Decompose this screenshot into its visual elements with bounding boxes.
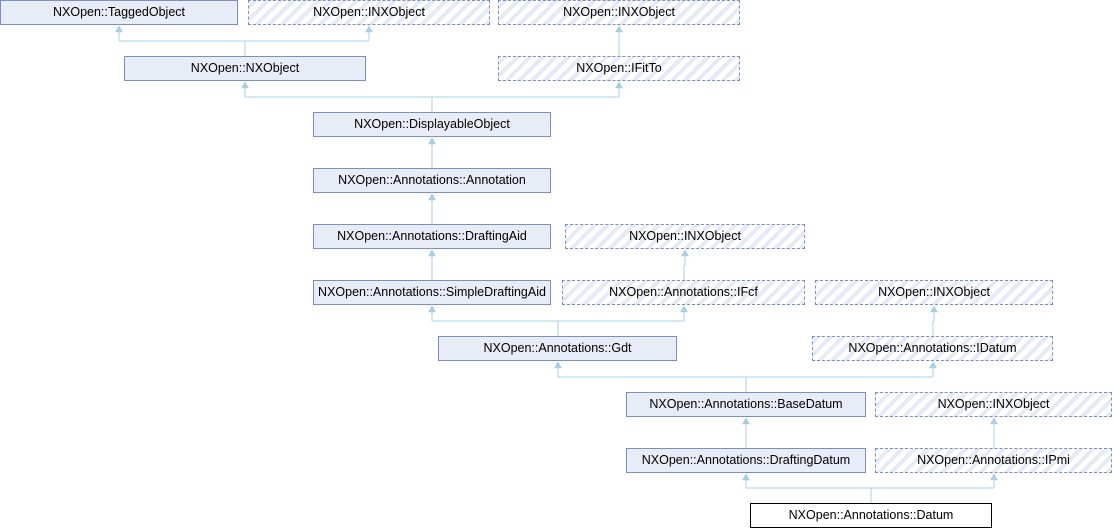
node-label: NXOpen::Annotations::BaseDatum (649, 397, 843, 411)
node-gdt[interactable]: NXOpen::Annotations::Gdt (438, 336, 677, 361)
node-label: NXOpen::TaggedObject (52, 5, 186, 19)
node-draftingaid[interactable]: NXOpen::Annotations::DraftingAid (313, 224, 551, 249)
node-label: NXOpen::Annotations::DraftingAid (337, 229, 527, 243)
node-label: NXOpen::Annotations::DraftingDatum (641, 453, 851, 467)
node-datum[interactable]: NXOpen::Annotations::Datum (750, 503, 992, 528)
node-inxobject_r7[interactable]: NXOpen::INXObject (875, 392, 1112, 417)
node-label: NXOpen::INXObject (878, 285, 990, 299)
node-label: NXOpen::Annotations::IDatum (848, 341, 1017, 355)
node-label: NXOpen::Annotations::SimpleDraftingAid (318, 285, 546, 299)
node-label: NXOpen::NXObject (190, 61, 300, 75)
node-annotation[interactable]: NXOpen::Annotations::Annotation (313, 168, 551, 193)
node-nxobject[interactable]: NXOpen::NXObject (124, 56, 366, 81)
node-simpledraftingaid[interactable]: NXOpen::Annotations::SimpleDraftingAid (313, 280, 551, 305)
node-idatum[interactable]: NXOpen::Annotations::IDatum (812, 336, 1053, 361)
node-label: NXOpen::INXObject (563, 5, 675, 19)
node-inxobject_r0_b[interactable]: NXOpen::INXObject (498, 0, 740, 25)
node-ifitto[interactable]: NXOpen::IFitTo (498, 56, 740, 81)
node-inxobject_r4[interactable]: NXOpen::INXObject (565, 224, 805, 249)
node-label: NXOpen::INXObject (629, 229, 741, 243)
node-displayableobject[interactable]: NXOpen::DisplayableObject (313, 112, 551, 137)
node-ifcf[interactable]: NXOpen::Annotations::IFcf (562, 280, 805, 305)
node-label: NXOpen::Annotations::IFcf (609, 285, 758, 299)
node-label: NXOpen::Annotations::Annotation (338, 173, 526, 187)
node-basedatum[interactable]: NXOpen::Annotations::BaseDatum (626, 392, 866, 417)
node-draftingdatum[interactable]: NXOpen::Annotations::DraftingDatum (626, 448, 866, 473)
node-ipmi[interactable]: NXOpen::Annotations::IPmi (875, 448, 1112, 473)
node-label: NXOpen::Annotations::Gdt (483, 341, 632, 355)
node-inxobject_r5[interactable]: NXOpen::INXObject (815, 280, 1053, 305)
node-taggedobject[interactable]: NXOpen::TaggedObject (0, 0, 238, 25)
node-label: NXOpen::INXObject (313, 5, 425, 19)
node-label: NXOpen::Annotations::IPmi (917, 453, 1070, 467)
node-label: NXOpen::Annotations::Datum (788, 508, 954, 522)
node-inxobject_r0_a[interactable]: NXOpen::INXObject (248, 0, 490, 25)
node-label: NXOpen::INXObject (937, 397, 1050, 411)
node-label: NXOpen::DisplayableObject (354, 117, 510, 131)
node-label: NXOpen::IFitTo (576, 61, 662, 75)
